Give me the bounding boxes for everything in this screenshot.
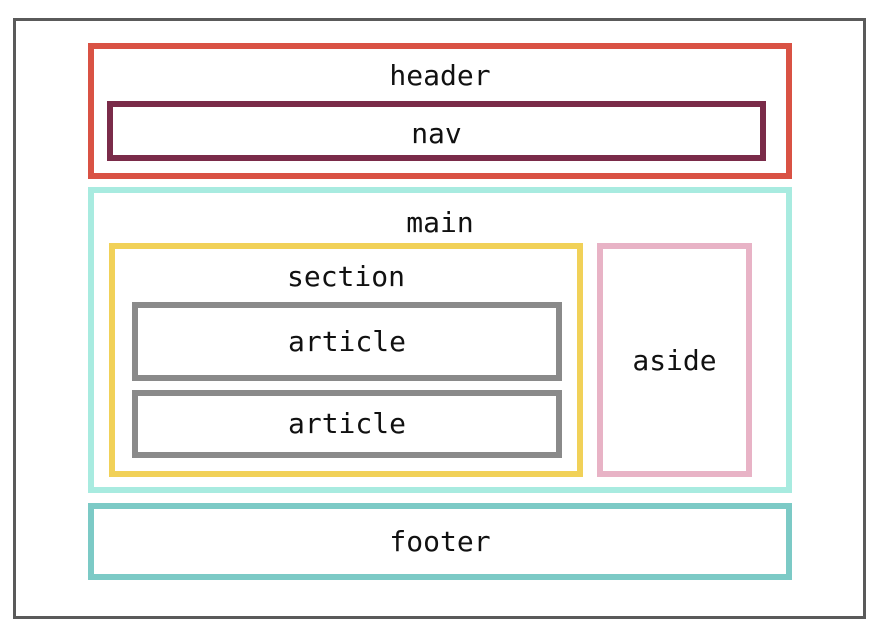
header-label: header [389,59,491,92]
article-label-1: article [287,325,406,358]
article-box-2: article [132,390,562,458]
nav-box: nav [107,101,766,161]
footer-box: footer [88,503,792,580]
page-frame [13,18,866,619]
section-label: section [286,260,405,293]
article-box-1: article [132,302,562,381]
nav-label: nav [411,117,462,150]
aside-box: aside [597,243,752,477]
article-label-2: article [287,407,406,440]
aside-label: aside [632,344,717,377]
section-box: section [109,243,583,477]
header-box: header [88,43,792,179]
main-label: main [406,206,474,239]
main-box: main [88,187,792,493]
footer-label: footer [389,525,491,558]
